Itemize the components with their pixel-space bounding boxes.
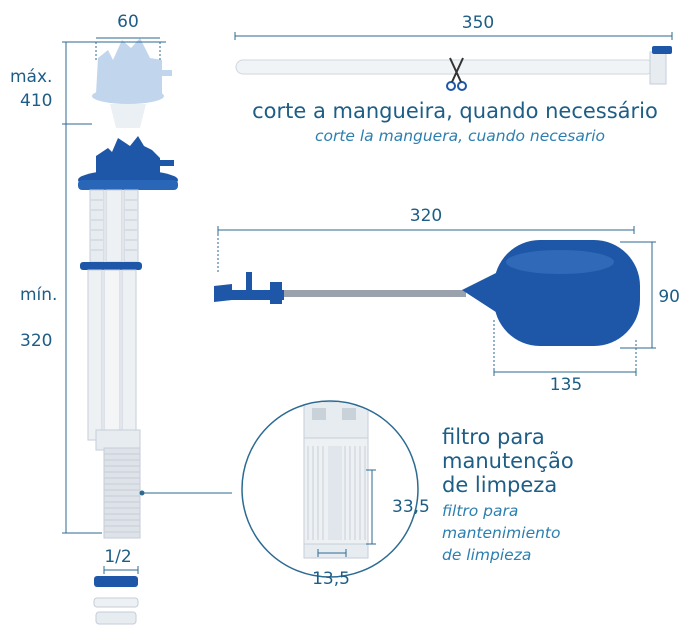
hose-length-label: 350 [462, 13, 494, 33]
min-label: mín. [20, 285, 57, 305]
min-value: 320 [20, 331, 52, 351]
max-label: máx. [10, 67, 52, 87]
hose-note-es: corte la manguera, cuando necesario [315, 127, 605, 145]
scissors-icon [446, 57, 467, 91]
hose-note-pt: corte a mangueira, quando necessário [252, 99, 658, 123]
filter-note-pt-line1: filtro para [442, 425, 545, 449]
fill-valve-illustration [78, 38, 178, 625]
float-width-label: 135 [550, 375, 582, 395]
top-width-label: 60 [117, 12, 139, 32]
float-height-label: 90 [658, 287, 680, 307]
max-value: 410 [20, 91, 52, 111]
filter-height-label: 33,5 [392, 497, 430, 517]
filter-width-label: 13,5 [312, 569, 350, 589]
filter-note-es-line2: mantenimiento [442, 524, 561, 542]
float-arm-illustration [214, 226, 656, 376]
filter-note-pt-line2: manutenção [442, 449, 574, 473]
arm-length-label: 320 [410, 206, 442, 226]
left-dimension-lines [62, 37, 232, 574]
hose-illustration [234, 32, 673, 85]
filter-note-es-line1: filtro para [442, 502, 518, 520]
filter-note-pt-line3: de limpeza [442, 473, 557, 497]
thread-label: 1/2 [104, 547, 131, 567]
filter-note-es-line3: de limpieza [442, 546, 531, 564]
filter-magnifier [241, 400, 419, 578]
